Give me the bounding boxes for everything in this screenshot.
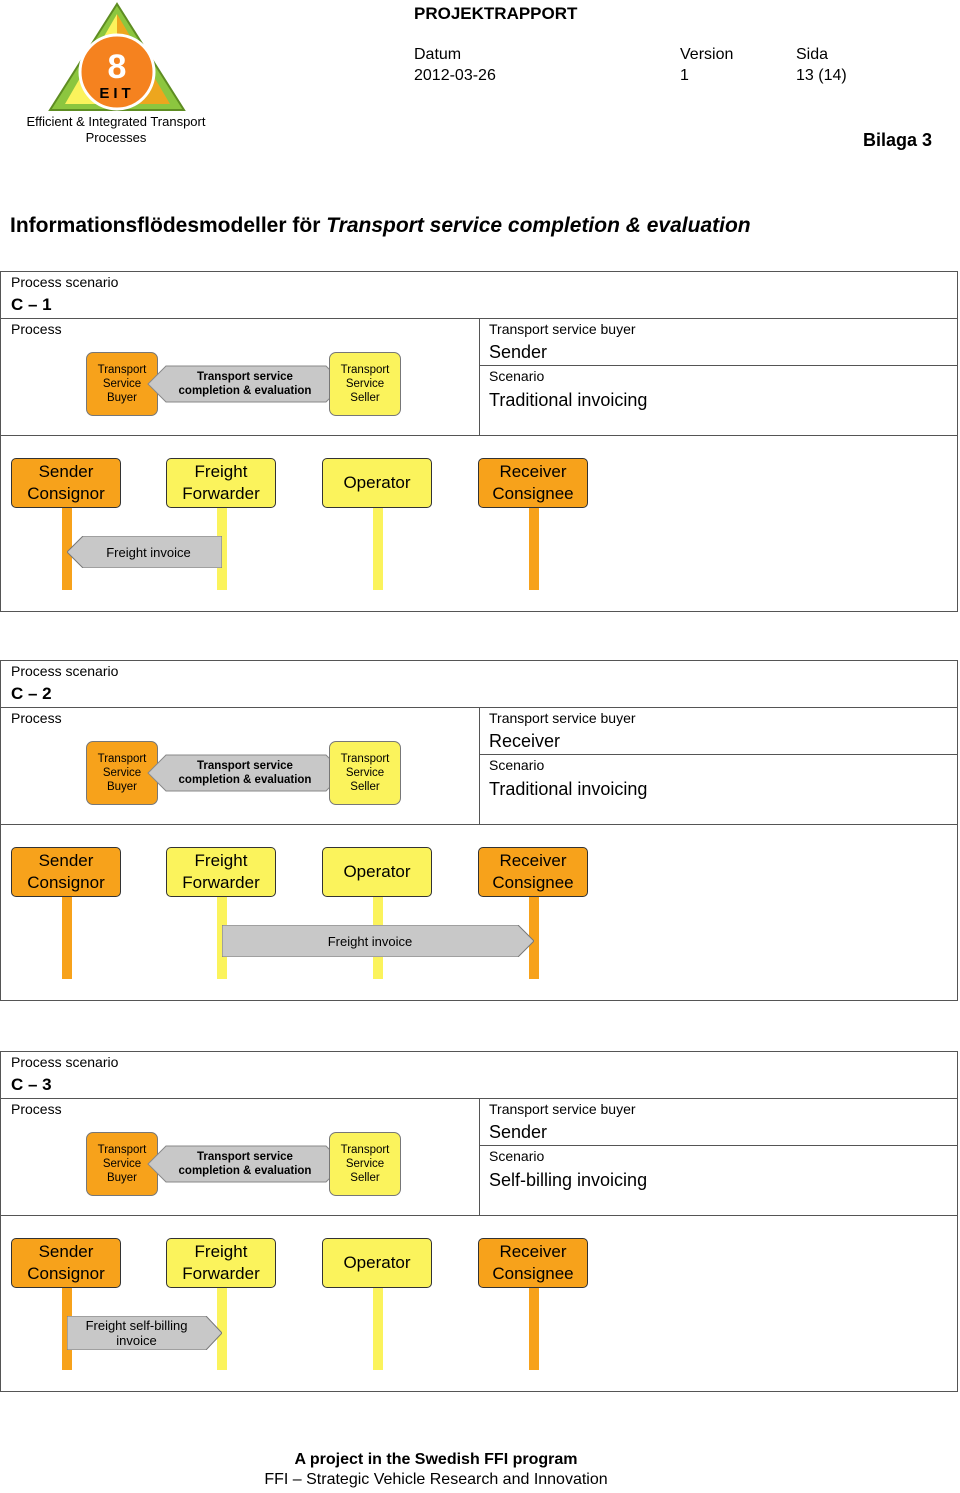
- actor-box: Freight Forwarder: [166, 847, 276, 897]
- org-name-line2: Processes: [85, 130, 147, 145]
- swimlane-box: [0, 1215, 958, 1392]
- lifeline: [373, 508, 383, 590]
- scenario-code: C – 3: [11, 1075, 52, 1094]
- scenario-header-box: Process scenario C – 1: [0, 271, 958, 319]
- process-box: Process Transport Service Buyer Transpor…: [0, 318, 480, 436]
- process-arrow-label: Transport service completion & evaluatio…: [178, 1151, 312, 1177]
- mini-seller-box: Transport Service Seller: [329, 1132, 401, 1196]
- scenario-field-value: Traditional invoicing: [489, 779, 648, 799]
- buyer-field-box: Transport service buyer Sender: [479, 318, 958, 366]
- actor-box: Receiver Consignee: [478, 847, 588, 897]
- scenario-field-value: Traditional invoicing: [489, 390, 648, 410]
- page-label: Sida: [796, 46, 829, 63]
- scenario-field-box: Scenario Traditional invoicing: [479, 365, 958, 436]
- appendix-label: Bilaga 3: [862, 130, 932, 150]
- mini-seller-box: Transport Service Seller: [329, 352, 401, 416]
- message-arrow: [67, 1316, 222, 1350]
- mini-buyer-box: Transport Service Buyer: [86, 352, 158, 416]
- scenario-header-box: Process scenario C – 2: [0, 660, 958, 708]
- actor-box: Sender Consignor: [11, 458, 121, 508]
- eit-logo: 8 EIT: [20, 0, 220, 150]
- process-arrow-label: Transport service completion & evaluatio…: [178, 371, 312, 397]
- actor-box: Receiver Consignee: [478, 1238, 588, 1288]
- scenario-label: Process scenario: [11, 1054, 119, 1070]
- message-label: Freight invoice: [327, 933, 413, 949]
- actor-box: Operator: [322, 458, 432, 508]
- process-label: Process: [11, 1101, 62, 1117]
- process-label: Process: [11, 710, 62, 726]
- scenario-field-box: Scenario Self-billing invoicing: [479, 1145, 958, 1216]
- scenario-field-label: Scenario: [489, 368, 545, 384]
- scenario-header-box: Process scenario C – 3: [0, 1051, 958, 1099]
- buyer-field-label: Transport service buyer: [489, 710, 636, 726]
- lifeline: [62, 897, 72, 979]
- page-title-prefix: Informationsflödesmodeller för: [10, 214, 321, 237]
- buyer-field-value: Sender: [489, 342, 548, 362]
- lifeline: [529, 508, 539, 590]
- scenario-field-label: Scenario: [489, 757, 545, 773]
- actor-box: Operator: [322, 1238, 432, 1288]
- footer-tagline: FFI – Strategic Vehicle Research and Inn…: [264, 1471, 608, 1488]
- scenario-label: Process scenario: [11, 663, 119, 679]
- actor-box: Freight Forwarder: [166, 1238, 276, 1288]
- lifeline: [529, 897, 539, 979]
- message-arrow: [222, 925, 534, 957]
- scenario-block: Process scenario C – 1 Process Transport…: [0, 271, 958, 612]
- scenario-label: Process scenario: [11, 274, 119, 290]
- scenario-field-label: Scenario: [489, 1148, 545, 1164]
- actor-box: Sender Consignor: [11, 847, 121, 897]
- page-title-emphasis: Transport service completion & evaluatio…: [326, 214, 751, 237]
- process-arrow-label: Transport service completion & evaluatio…: [178, 760, 312, 786]
- document-type: PROJEKTRAPPORT: [414, 4, 578, 23]
- scenario-code: C – 2: [11, 684, 52, 703]
- lifeline: [529, 1288, 539, 1370]
- buyer-field-label: Transport service buyer: [489, 321, 636, 337]
- scenario-block: Process scenario C – 2 Process Transport…: [0, 660, 958, 1001]
- swimlane-box: [0, 435, 958, 612]
- message-arrow: [67, 536, 222, 568]
- page-title: Informationsflödesmodeller för Transport…: [10, 214, 751, 238]
- version-value: 1: [680, 67, 689, 84]
- mini-seller-box: Transport Service Seller: [329, 741, 401, 805]
- scenario-block: Process scenario C – 3 Process Transport…: [0, 1051, 958, 1392]
- swimlane-box: [0, 824, 958, 1001]
- buyer-field-box: Transport service buyer Sender: [479, 1098, 958, 1146]
- datum-label: Datum: [414, 46, 462, 63]
- lifeline: [217, 508, 227, 590]
- org-name-line1: Efficient & Integrated Transport: [26, 114, 206, 129]
- message-label: Freight invoice: [106, 544, 191, 560]
- buyer-field-label: Transport service buyer: [489, 1101, 636, 1117]
- process-label: Process: [11, 321, 62, 337]
- actor-box: Sender Consignor: [11, 1238, 121, 1288]
- page-value: 13 (14): [796, 67, 847, 84]
- message-label: Freight self-billing invoice: [85, 1318, 188, 1348]
- lifeline: [373, 1288, 383, 1370]
- buyer-field-value: Receiver: [489, 731, 561, 751]
- version-label: Version: [680, 46, 734, 63]
- actor-box: Freight Forwarder: [166, 458, 276, 508]
- buyer-field-box: Transport service buyer Receiver: [479, 707, 958, 755]
- logo-number: 8: [108, 48, 127, 86]
- process-box: Process Transport Service Buyer Transpor…: [0, 707, 480, 825]
- actor-box: Receiver Consignee: [478, 458, 588, 508]
- actor-box: Operator: [322, 847, 432, 897]
- scenario-field-box: Scenario Traditional invoicing: [479, 754, 958, 825]
- scenario-code: C – 1: [11, 295, 52, 314]
- lifeline: [62, 508, 72, 590]
- logo-letters: EIT: [99, 85, 134, 102]
- footer-program: A project in the Swedish FFI program: [294, 1451, 578, 1468]
- buyer-field-value: Sender: [489, 1122, 548, 1142]
- datum-value: 2012-03-26: [414, 67, 496, 84]
- scenario-field-value: Self-billing invoicing: [489, 1170, 648, 1190]
- mini-buyer-box: Transport Service Buyer: [86, 1132, 158, 1196]
- mini-buyer-box: Transport Service Buyer: [86, 741, 158, 805]
- process-box: Process Transport Service Buyer Transpor…: [0, 1098, 480, 1216]
- lifeline: [217, 1288, 227, 1370]
